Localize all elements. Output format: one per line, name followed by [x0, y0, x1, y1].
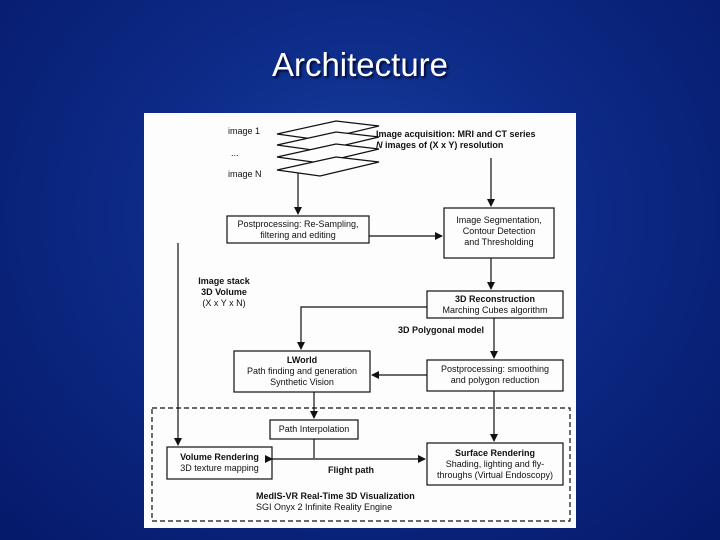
image-stack-line2: 3D Volume [201, 287, 247, 297]
volume-rendering-text: Volume Rendering 3D texture mapping [167, 452, 272, 474]
volume-rendering-line1: Volume Rendering [180, 452, 259, 462]
surface-rendering-text: Surface Rendering Shading, lighting and … [427, 448, 563, 481]
postprocessing-resample-text: Postprocessing: Re-Sampling, filtering a… [227, 219, 369, 241]
stack-label-first: image 1 [228, 126, 261, 136]
image-sheet-4 [276, 156, 380, 177]
surface-rendering-line2: Shading, lighting and fly- [445, 459, 545, 469]
slide-title: Architecture [271, 46, 449, 83]
image-sheet-1 [276, 120, 380, 141]
segmentation-line2: Contour Detection [462, 226, 536, 236]
postprocessing-resample-line2: filtering and editing [260, 230, 336, 240]
acquisition-line1: Image acquisition: MRI and CT series [376, 129, 536, 139]
polygonal-model-label: 3D Polygonal model [398, 325, 485, 335]
image-sheet-2 [276, 131, 380, 152]
stack-label-middle: ... [231, 148, 239, 158]
lworld-line2: Path finding and generation [246, 366, 358, 376]
acquisition-rest: images of (X x Y) resolution [382, 140, 504, 150]
lworld-line1: LWorld [286, 355, 318, 365]
reconstruction-box [426, 290, 564, 319]
architecture-diagram: image 1 ... image N Image acquisition: M… [144, 113, 576, 528]
reconstruction-line1: 3D Reconstruction [454, 294, 535, 304]
lworld-text: LWorld Path finding and generation Synth… [234, 355, 370, 388]
stack-label-last: image N [228, 169, 262, 179]
postprocessing-smooth-text: Postprocessing: smoothing and polygon re… [427, 364, 563, 386]
image-stack-sheets [276, 120, 380, 177]
image-stack-line1: Image stack [198, 276, 250, 286]
visualization-line1: MedIS-VR Real-Time 3D Visualization [256, 491, 415, 501]
path-interpolation-text: Path Interpolation [278, 424, 350, 434]
postprocessing-smooth-box [426, 359, 564, 392]
surface-rendering-box [426, 442, 564, 486]
segmentation-line1: Image Segmentation, [456, 215, 542, 225]
volume-rendering-box [166, 446, 273, 480]
reconstruction-text: 3D Reconstruction Marching Cubes algorit… [427, 294, 563, 316]
flight-path-label: Flight path [328, 465, 374, 475]
image-stack-line3: (X x Y x N) [202, 298, 246, 308]
segmentation-line3: and Thresholding [464, 237, 534, 247]
postprocessing-resample-line1: Postprocessing: Re-Sampling, [237, 219, 359, 229]
visualization-region [151, 407, 571, 522]
volume-rendering-line2: 3D texture mapping [180, 463, 259, 473]
arrow-reconstruction-to-lworld [297, 306, 427, 350]
image-stack-label: Image stack 3D Volume (X x Y x N) [184, 276, 264, 309]
segmentation-box [443, 207, 555, 259]
acquisition-n: N [376, 140, 383, 150]
surface-rendering-line3: throughs (Virtual Endoscopy) [437, 470, 553, 480]
postprocessing-resample-box [226, 215, 370, 244]
lworld-line3: Synthetic Vision [270, 377, 334, 387]
image-sheet-3 [276, 143, 380, 164]
visualization-line2: SGI Onyx 2 Infinite Reality Engine [256, 502, 393, 512]
diagram-connectors [151, 120, 571, 522]
acquisition-line2: N images of (X x Y) resolution [376, 140, 503, 150]
postprocessing-smooth-line2: and polygon reduction [450, 375, 540, 385]
postprocessing-smooth-line1: Postprocessing: smoothing [440, 364, 550, 374]
surface-rendering-line1: Surface Rendering [454, 448, 536, 458]
segmentation-text: Image Segmentation, Contour Detection an… [444, 215, 554, 248]
reconstruction-line2: Marching Cubes algorithm [442, 305, 548, 315]
lworld-box [233, 350, 371, 393]
